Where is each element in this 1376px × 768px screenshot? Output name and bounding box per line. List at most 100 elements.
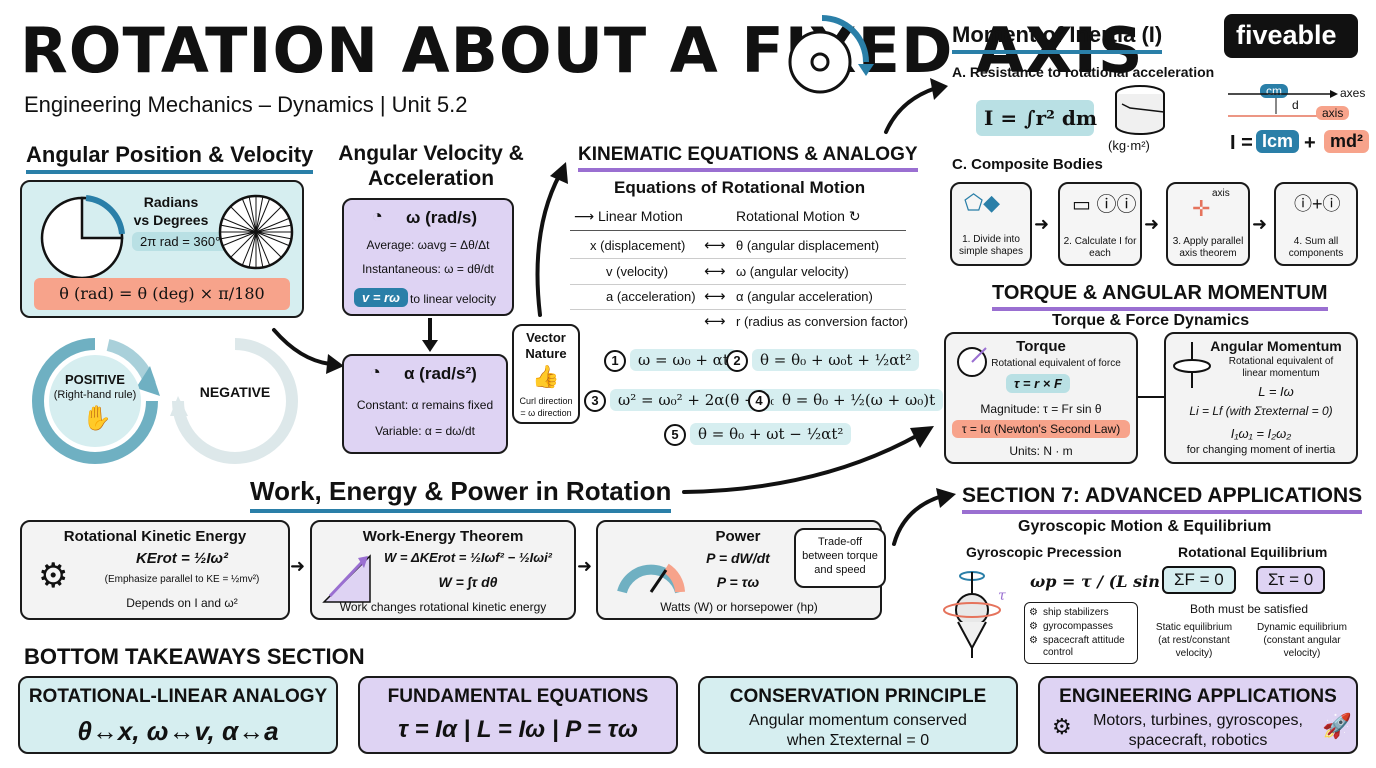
advanced-heading: SECTION 7: ADVANCED APPLICATIONS	[962, 484, 1363, 514]
vector-label-2: Nature	[525, 346, 567, 361]
alpha-card: ◔ α (rad/s²) Constant: α remains fixed V…	[342, 354, 508, 454]
flow-arrow	[682, 426, 934, 494]
am-changing-inertia: I₁ω₁ = I₂ω₂	[1230, 426, 1292, 441]
alpha-icon: ◔	[370, 362, 381, 382]
parallel-axis-icon: ✛	[1192, 196, 1211, 221]
use-item: gyrocompasses	[1043, 621, 1114, 632]
radians-card: Radians vs Degrees 2π rad = 360° θ (rad)…	[20, 180, 304, 318]
equation-number: 3	[584, 390, 606, 412]
step-arrow: ➜	[1144, 214, 1160, 234]
motor-icon: ⚙	[1052, 714, 1072, 739]
static-label-1: Static equilibrium	[1155, 622, 1233, 633]
flow-arrow	[535, 162, 568, 317]
table-row-linear: x (displacement)	[590, 238, 686, 253]
step-4-label: 4. Sum all components	[1288, 236, 1344, 259]
equation-number: 2	[726, 350, 748, 372]
dynamic-label-3: velocity)	[1283, 648, 1321, 659]
ke-depends: Depends on I and ω²	[126, 596, 238, 610]
am-equation: L = Iω	[1258, 384, 1294, 399]
omega-instantaneous: Instantaneous: ω = dθ/dt	[362, 262, 494, 276]
takeaway-applications-title: ENGINEERING APPLICATIONS	[1059, 686, 1337, 707]
takeaway-applications-body-2: spacecraft, robotics	[1128, 732, 1268, 749]
positive-rotation-icon	[32, 338, 160, 464]
thumbs-up-icon: 👍	[532, 364, 560, 389]
equilibrium-title: Rotational Equilibrium	[1178, 544, 1328, 560]
flow-arrow	[884, 78, 948, 134]
work-energy-card: Work-Energy Theorem W = ΔKErot = ½Iωf² −…	[310, 520, 576, 620]
static-label-2: (at rest/constant	[1158, 635, 1230, 646]
equation-1-text: ω = ω₀ + αt	[630, 349, 737, 371]
moment-a-label: A. Resistance to rotational acceleration	[952, 64, 1215, 80]
parallel-axis-md2: md²	[1324, 130, 1369, 153]
page-subtitle: Engineering Mechanics – Dynamics | Unit …	[24, 92, 468, 117]
curl-label-2: = ω direction	[520, 408, 572, 418]
sum-forces: ΣF = 0	[1162, 566, 1236, 594]
ke-parallel: (Emphasize parallel to KE = ½mv²)	[104, 574, 260, 585]
gyro-uses-card: ship stabilizers gyrocompasses spacecraf…	[1024, 602, 1138, 664]
linear-motion-label: Linear Motion	[597, 208, 683, 224]
angular-position-heading: Angular Position & Velocity	[26, 142, 314, 174]
table-row-divider	[570, 258, 906, 259]
composite-step-3: axis ✛ 3. Apply parallel axis theorem	[1166, 182, 1250, 266]
table-row-rot: α (angular acceleration)	[736, 289, 873, 304]
omega-average: Average: ωavg = Δθ/Δt	[366, 238, 490, 252]
axes-label: axes	[1340, 86, 1366, 100]
am-title: Angular Momentum	[1210, 338, 1342, 354]
table-row-divider	[570, 309, 906, 310]
flow-arrow	[892, 488, 956, 546]
rotational-column-header: Rotational Motion ↻	[736, 208, 861, 225]
rotational-motion-label: Rotational Motion	[736, 208, 845, 224]
kinetic-energy-card: ⚙ Rotational Kinetic Energy KErot = ½Iω²…	[20, 520, 290, 620]
alpha-variable: Variable: α = dω/dt	[375, 424, 475, 438]
axes-diagram	[1228, 90, 1338, 117]
gyro-equation: ωp = τ / (L sin θ)	[1030, 572, 1184, 591]
gyroscope-icon: τ	[943, 571, 1006, 658]
brand-name: fiveable	[1236, 20, 1337, 50]
am-subtitle-1: Rotational equivalent of	[1228, 356, 1334, 367]
takeaway-analogy-title: ROTATIONAL-LINEAR ANALOGY	[28, 686, 328, 707]
equilibrium-both: Both must be satisfied	[1189, 602, 1309, 616]
table-row-arrow: ⟷	[704, 263, 726, 280]
table-row-arrow: ⟷	[704, 237, 726, 254]
work-heading: Work, Energy & Power in Rotation	[250, 476, 672, 513]
omega-title: ω (rad/s)	[406, 208, 478, 227]
am-note: for changing moment of inertia	[1186, 444, 1336, 456]
torque-heading: TORQUE & ANGULAR MOMENTUM	[992, 282, 1328, 311]
parallel-axis-icm: Icm	[1256, 130, 1300, 153]
linear-arrow-icon: ⟶	[574, 208, 598, 224]
sum-icon: ⓘ+ⓘ	[1294, 194, 1341, 214]
table-row-arrow: ⟷	[704, 288, 726, 305]
gear-icon: ⚙	[1029, 607, 1038, 618]
flow-arrow	[272, 328, 344, 374]
static-label-3: velocity)	[1175, 648, 1213, 659]
angular-momentum-card: Angular Momentum Rotational equivalent o…	[1164, 332, 1358, 464]
moment-heading: Moment of Inertia (I)	[952, 22, 1163, 54]
torque-subheading: Torque & Force Dynamics	[1052, 312, 1250, 329]
composite-step-4: ⓘ+ⓘ 4. Sum all components	[1274, 182, 1358, 266]
tradeoff-line-2: between torque	[802, 550, 878, 562]
inertia-integral: I = ∫r² dm	[976, 100, 1097, 136]
torque-units: Units: N · m	[1009, 444, 1073, 458]
equation-5-text: θ = θ₀ + ωt − ½αt²	[690, 423, 852, 445]
table-divider	[570, 230, 906, 231]
step-3-label: 3. Apply parallel axis theorem	[1172, 236, 1244, 259]
takeaway-equations: FUNDAMENTAL EQUATIONS τ = Iα | L = Iω | …	[358, 676, 678, 754]
vector-label-1: Vector	[526, 330, 566, 345]
radians-title-2: vs Degrees	[133, 212, 209, 228]
hand-icon: ✋	[82, 405, 112, 432]
conversion-formula: θ (rad) = θ (deg) × π/180	[34, 278, 290, 310]
takeaway-equations-title: FUNDAMENTAL EQUATIONS	[387, 686, 649, 707]
distance-label: d	[1292, 98, 1299, 112]
kinematic-heading: KINEMATIC EQUATIONS & ANALOGY	[578, 144, 918, 172]
gauge-icon	[617, 563, 685, 594]
positive-sub-label: (Right-hand rule)	[53, 389, 137, 401]
torque-magnitude: Magnitude: τ = Fr sin θ	[980, 402, 1102, 416]
angular-velocity-heading-2: Acceleration	[367, 167, 495, 190]
rocket-icon: 🚀	[1322, 713, 1352, 740]
step-3-axis-label: axis	[1212, 188, 1230, 199]
tradeoff-line-3: and speed	[814, 564, 866, 576]
equation-2-text: θ = θ₀ + ω₀t + ½αt²	[752, 349, 920, 371]
